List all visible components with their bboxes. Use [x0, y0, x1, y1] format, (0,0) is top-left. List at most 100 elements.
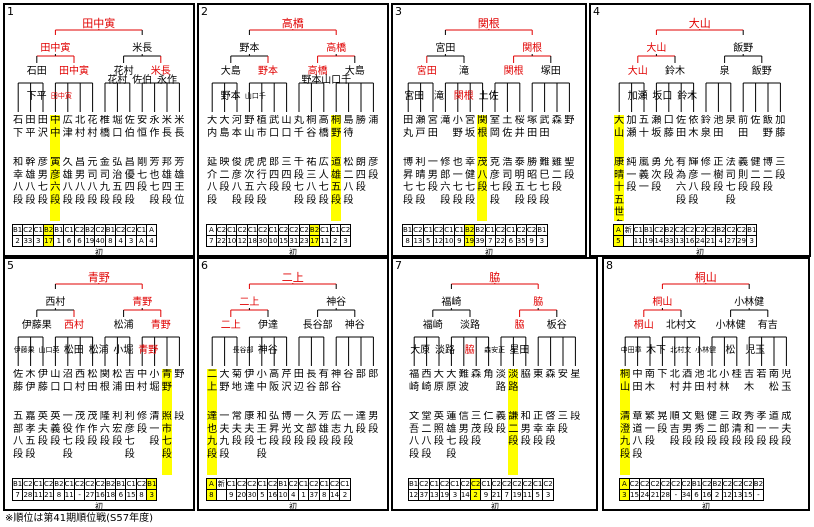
player-column: 松浦	[112, 369, 123, 393]
player-rank-column: 茂作段	[75, 411, 85, 448]
player-column: 大島	[219, 115, 230, 139]
rank-class: C2	[673, 224, 686, 236]
bracket-name: 飯野	[733, 43, 754, 54]
player-column: 中村	[137, 369, 147, 393]
rank-number: 10	[267, 235, 279, 247]
player-column: 南木	[644, 369, 655, 393]
player-column: 北村	[669, 369, 680, 393]
bracket-name: 有吉	[757, 320, 778, 331]
player-rank-column: 松二八段	[343, 157, 354, 206]
player-rank-column: 段	[570, 411, 581, 422]
bracket-name: 大島	[220, 66, 241, 77]
player-rank-column: 彦男七段	[37, 157, 48, 206]
rank-number: 3	[339, 235, 352, 247]
player-column: 谷	[343, 369, 354, 380]
bracket-name: 脇	[489, 271, 501, 284]
player-rank-column: 健二段	[750, 157, 761, 194]
bracket-name: 脇	[533, 297, 544, 308]
player-column: 塚田	[527, 115, 537, 139]
rank-number: 33	[22, 235, 34, 247]
rank-number: 16	[266, 489, 279, 501]
player-column: 関根	[99, 369, 110, 393]
player-column: 大原	[446, 369, 457, 393]
player-column: 瀬坂	[651, 115, 662, 139]
player-column: 島待	[343, 115, 354, 139]
panel-number: 6	[201, 259, 208, 272]
rank-number: 8	[401, 235, 414, 247]
rank-class: C1	[453, 224, 466, 236]
player-rank-column: 道一段	[768, 411, 779, 448]
player-rank-column: 修郎六段	[440, 157, 451, 206]
bracket-name: 大山	[627, 66, 648, 77]
player-column: 泉	[725, 115, 736, 126]
rank-number: 28	[22, 489, 34, 501]
player-rank-column: 段	[174, 411, 185, 422]
rank-class: A	[206, 224, 217, 236]
player-rank-column: 昌優四段	[124, 157, 135, 206]
rank-number: 21	[704, 235, 717, 247]
rank-number: 17	[42, 235, 55, 247]
rank-class: C1	[632, 224, 644, 236]
rank-number: 13	[412, 235, 424, 247]
rank-number: 3	[536, 235, 548, 247]
player-rank-column: 文吾八段	[409, 411, 419, 460]
bracket-name: 花村	[107, 75, 128, 86]
rank-number: 24	[694, 235, 706, 247]
rank-number: 11	[521, 489, 534, 501]
rank-number: 21	[649, 489, 661, 501]
rank-number	[622, 235, 634, 247]
rank-number: 14	[459, 489, 472, 501]
player-rank-column: 嘉孝五段	[25, 411, 36, 460]
first-appearance-label: 初	[289, 248, 297, 257]
bracket-name: 北村文	[670, 346, 692, 354]
player-column: 永作	[149, 115, 160, 139]
bracket-name: 宮田	[435, 43, 456, 54]
player-rank-column: 常夫段	[231, 411, 242, 448]
bracket-name: 野本	[258, 66, 278, 77]
rank-number: 13	[428, 489, 440, 501]
bracket-lines	[618, 29, 781, 112]
rank-class: C2	[277, 224, 290, 236]
bracket-name: 神谷	[257, 345, 278, 356]
player-rank-column: 信男段	[458, 411, 469, 448]
rank-number: 11	[319, 235, 331, 247]
player-rank-column: 幸健七段	[465, 157, 475, 206]
player-rank-column: 修一段	[700, 157, 711, 194]
rank-class: C2	[515, 224, 527, 236]
player-column: 高橋	[318, 115, 329, 139]
rank-class: C2	[735, 224, 748, 236]
rank-class: C1	[422, 224, 434, 236]
player-column: 有部	[318, 369, 329, 393]
player-rank-column: 三茂段	[471, 411, 481, 448]
rank-class: 新	[622, 224, 634, 236]
player-rank-column: 繁一段	[644, 411, 655, 448]
rank-number: 3	[746, 235, 758, 247]
player-rank-column: 広志段	[331, 411, 341, 448]
rank-number: 2	[711, 489, 723, 501]
first-appearance-label: 初	[696, 248, 704, 257]
player-rank-column: 文男段	[682, 411, 692, 448]
player-rank-column: 克彦七段	[489, 157, 500, 206]
player-column: 堀口	[112, 115, 123, 139]
player-rank-column: 一役七段	[62, 411, 73, 460]
player-rank-column: 法司七段	[725, 157, 736, 206]
player-column: 星	[570, 369, 581, 380]
rank-number: 14	[328, 489, 341, 501]
rank-number: 2	[329, 235, 341, 247]
rank-number: 4	[715, 235, 727, 247]
bracket-name: 青野	[87, 271, 110, 284]
rank-class: C2	[511, 478, 523, 490]
bracket-name: 宮田	[404, 91, 425, 102]
player-column: 桐谷	[306, 115, 317, 139]
player-column: 米長	[174, 115, 185, 139]
bracket-name: 二上	[281, 271, 304, 284]
player-rank-column: 仁段	[483, 411, 494, 435]
player-column: 米長	[161, 115, 172, 139]
rank-number: 8	[104, 235, 117, 247]
rank-class: B1	[277, 478, 289, 490]
player-rank-column: 英義段	[50, 411, 61, 448]
